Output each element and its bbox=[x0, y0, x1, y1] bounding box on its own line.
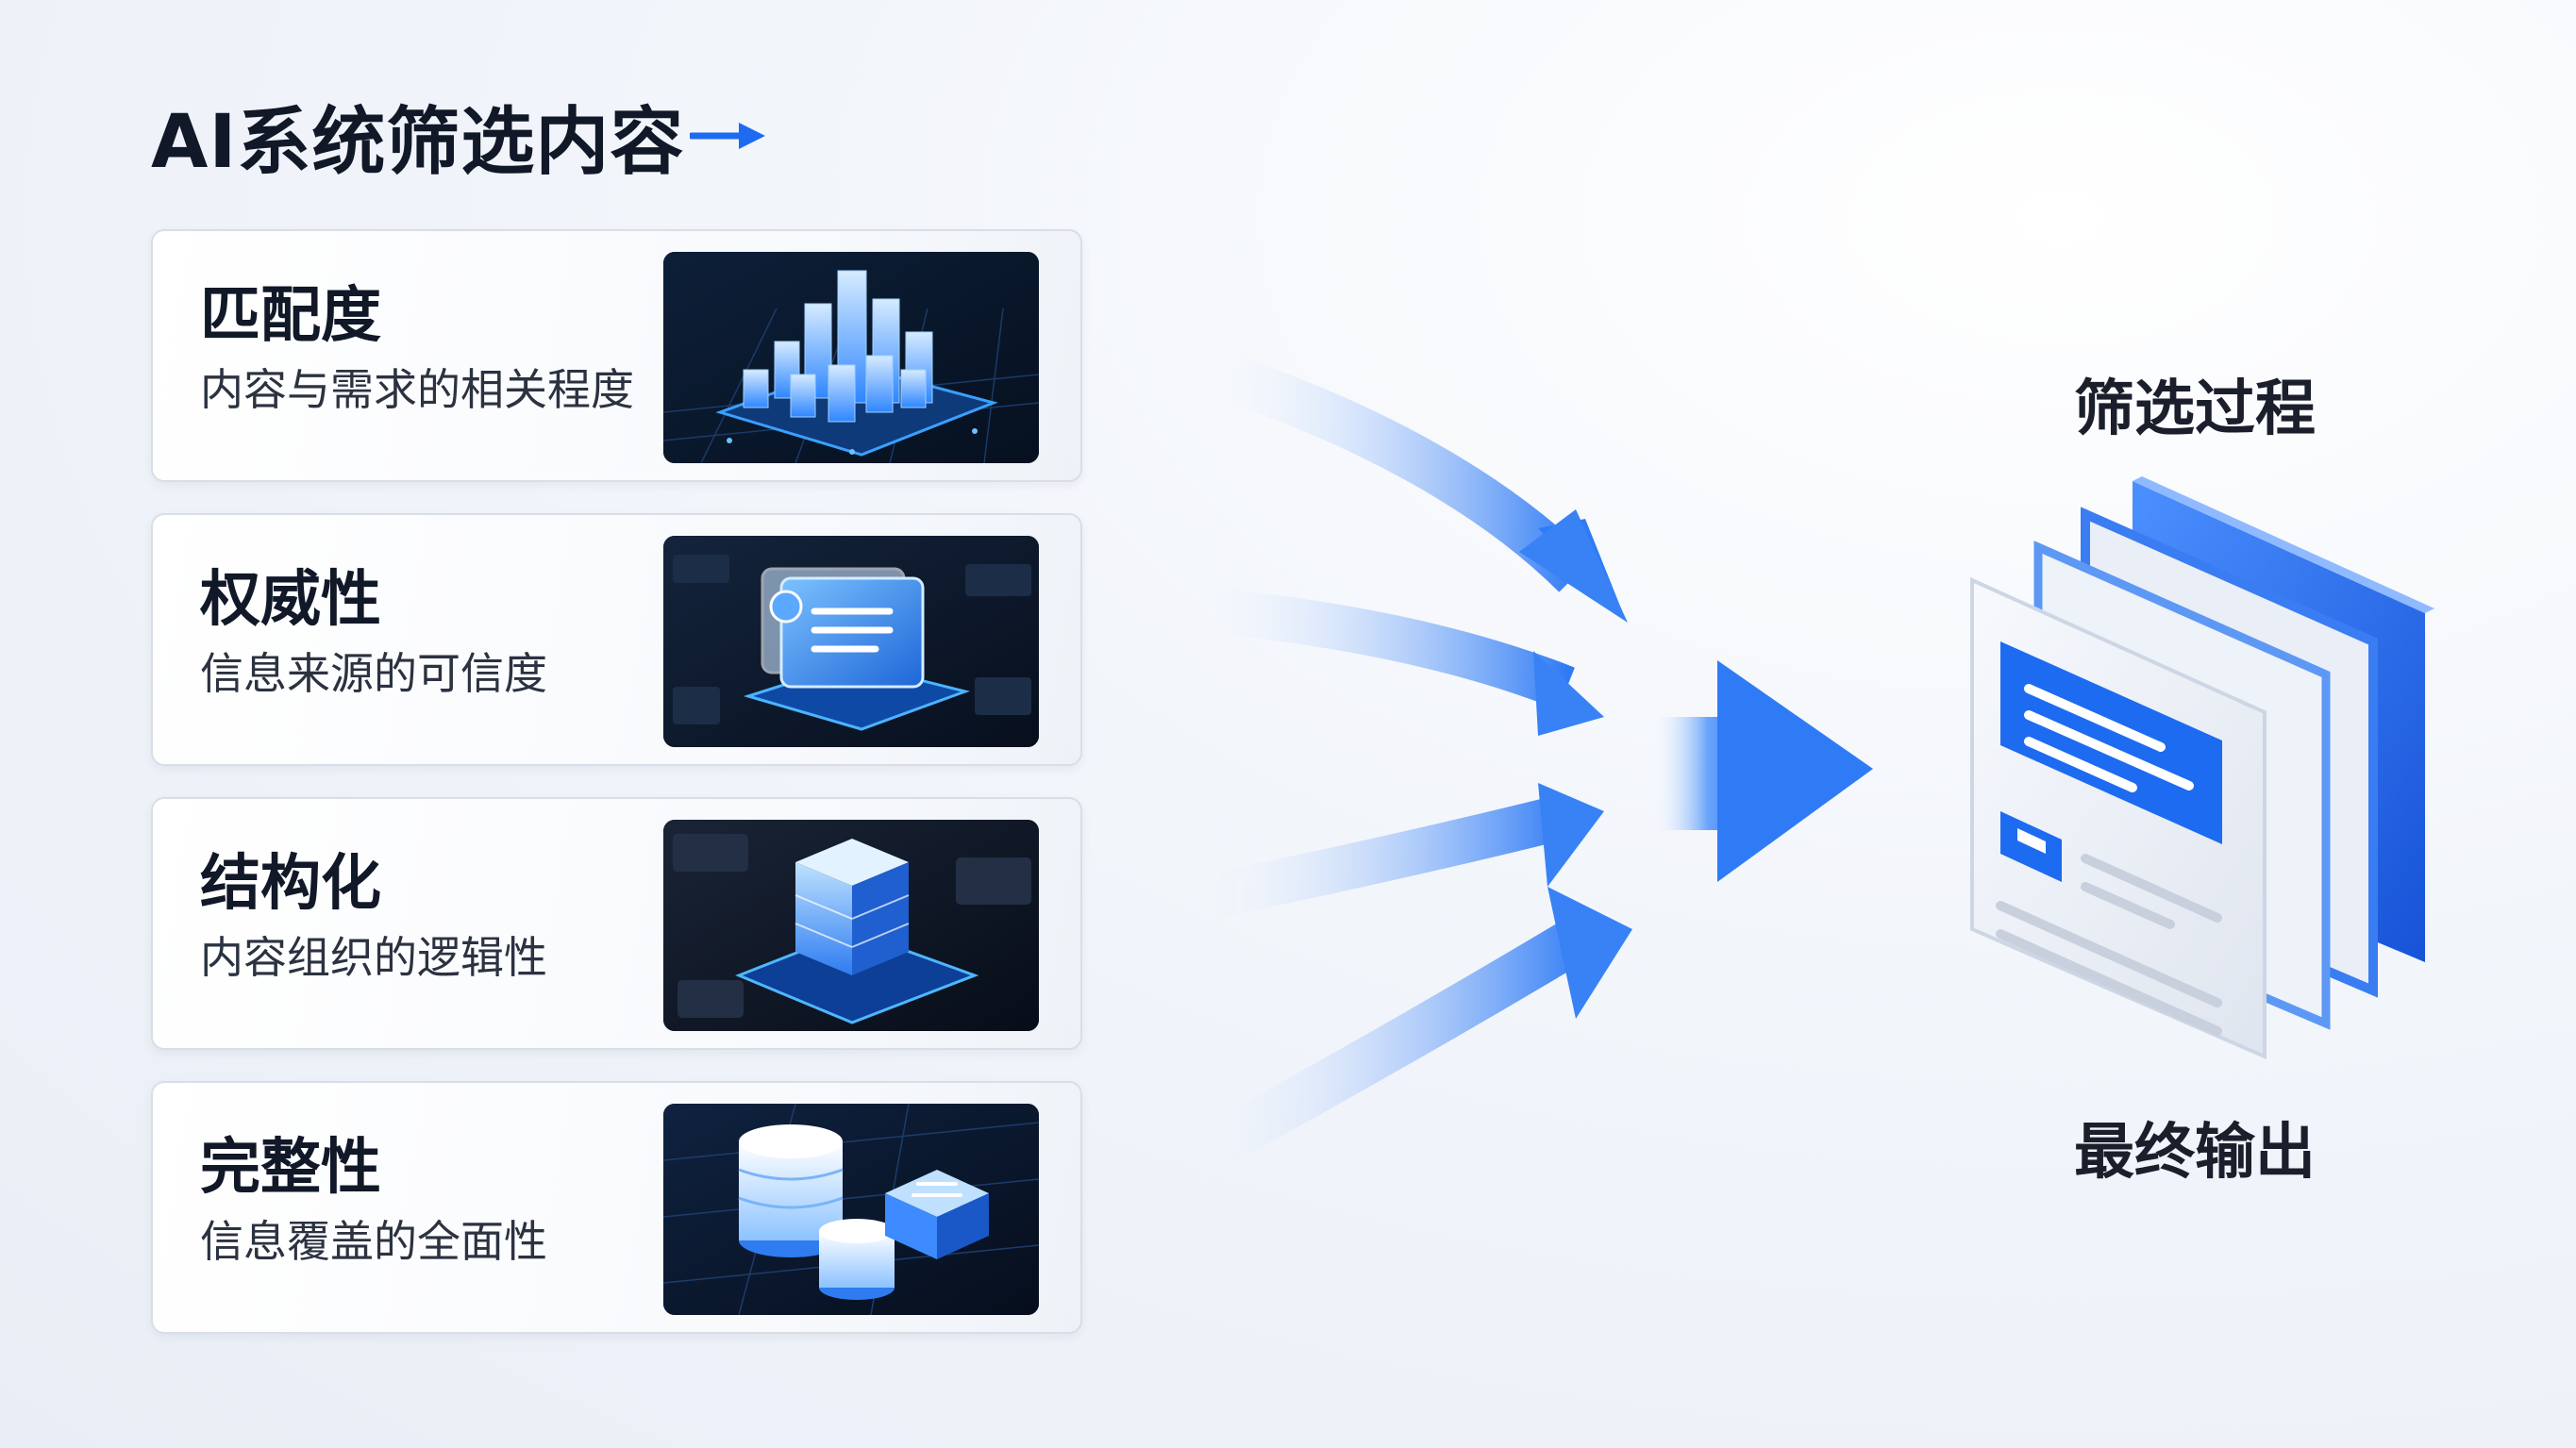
page-title-text: AI系统筛选内容 bbox=[151, 100, 685, 185]
criteria-card-structure: 结构化 内容组织的逻辑性 bbox=[151, 797, 1082, 1050]
arrow-from-authority bbox=[1186, 586, 1604, 736]
cube-chip-icon bbox=[663, 820, 1039, 1031]
criteria-title: 完整性 bbox=[200, 1133, 381, 1203]
criteria-desc: 内容组织的逻辑性 bbox=[200, 932, 547, 983]
criteria-desc: 信息来源的可信度 bbox=[200, 648, 547, 699]
arrow-from-match bbox=[1191, 345, 1628, 623]
page-title: AI系统筛选内容 bbox=[151, 83, 767, 189]
database-stack-icon bbox=[663, 1104, 1039, 1315]
criteria-desc: 信息覆盖的全面性 bbox=[200, 1216, 547, 1267]
arrow-from-completeness bbox=[1177, 887, 1632, 1181]
criteria-title: 匹配度 bbox=[200, 281, 381, 351]
criteria-card-authority: 权威性 信息来源的可信度 bbox=[151, 513, 1082, 766]
criteria-desc: 内容与需求的相关程度 bbox=[200, 364, 634, 415]
title-arrow-icon bbox=[690, 123, 766, 149]
output-label: 最终输出 bbox=[2074, 1118, 2316, 1188]
criteria-title: 权威性 bbox=[200, 565, 381, 635]
criteria-title: 结构化 bbox=[200, 849, 381, 919]
criteria-list: 匹配度 内容与需求的相关程度 bbox=[151, 229, 1082, 1365]
criteria-card-completeness: 完整性 信息覆盖的全面性 bbox=[151, 1081, 1082, 1334]
process-label: 筛选过程 bbox=[2074, 374, 2316, 444]
document-stack-icon bbox=[1970, 476, 2434, 1060]
arrow-main bbox=[1651, 660, 1873, 882]
criteria-card-match: 匹配度 内容与需求的相关程度 bbox=[151, 229, 1082, 482]
bar-chart-icon bbox=[663, 252, 1039, 463]
filter-arrows bbox=[1177, 345, 1873, 1181]
document-screen-icon bbox=[663, 536, 1039, 747]
arrow-from-structure bbox=[1184, 783, 1604, 924]
